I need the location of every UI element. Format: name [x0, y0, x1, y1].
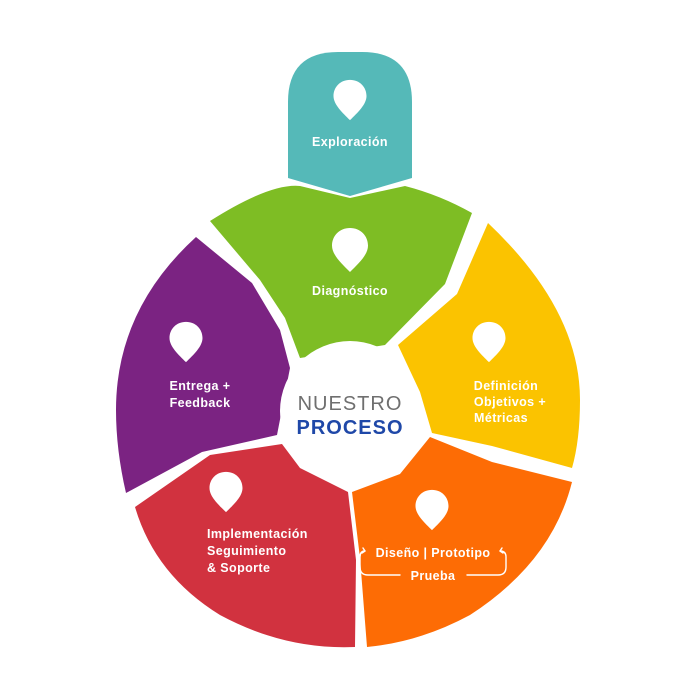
segment-diseno: Diseño | Prototipo Prueba [352, 437, 572, 647]
segment-definicion-line-2: Objetivos + [474, 395, 546, 409]
segment-implementacion: Implementación Seguimiento & Soporte [135, 444, 356, 648]
segment-definicion-line-1: Definición [474, 379, 538, 393]
center-title-line-1: NUESTRO [298, 393, 403, 415]
segment-implementacion-shape [135, 444, 356, 648]
segment-diagnostico-label: Diagnóstico [312, 284, 388, 298]
segment-implementacion-line-2: Seguimiento [207, 544, 286, 558]
segment-entrega-line-2: Feedback [170, 396, 231, 410]
cycle-bracket-icon [359, 547, 507, 576]
segment-diagnostico-shape [210, 185, 472, 358]
segment-exploracion-shape [288, 52, 412, 196]
segment-diseno-line-2: Prueba [411, 569, 456, 583]
segment-entrega: Entrega + Feedback [116, 237, 290, 493]
segment-definicion-line-3: Métricas [474, 411, 528, 425]
segment-entrega-line-1: Entrega + [170, 379, 231, 393]
segment-diseno-line-1: Diseño | Prototipo [376, 546, 491, 560]
segment-entrega-shape [116, 237, 290, 493]
center-title-line-2: PROCESO [296, 417, 403, 439]
segment-diagnostico: Diagnóstico [210, 185, 472, 358]
segment-exploracion-label: Exploración [312, 135, 388, 149]
segment-implementacion-line-3: & Soporte [207, 561, 270, 575]
segment-diseno-shape [352, 437, 572, 647]
segment-definicion: Definición Objetivos + Métricas [398, 223, 580, 468]
segment-exploracion: Exploración [288, 52, 412, 196]
segment-implementacion-line-1: Implementación [207, 527, 308, 541]
center-circle [280, 341, 420, 481]
center-hub: NUESTRO PROCESO [280, 341, 420, 481]
